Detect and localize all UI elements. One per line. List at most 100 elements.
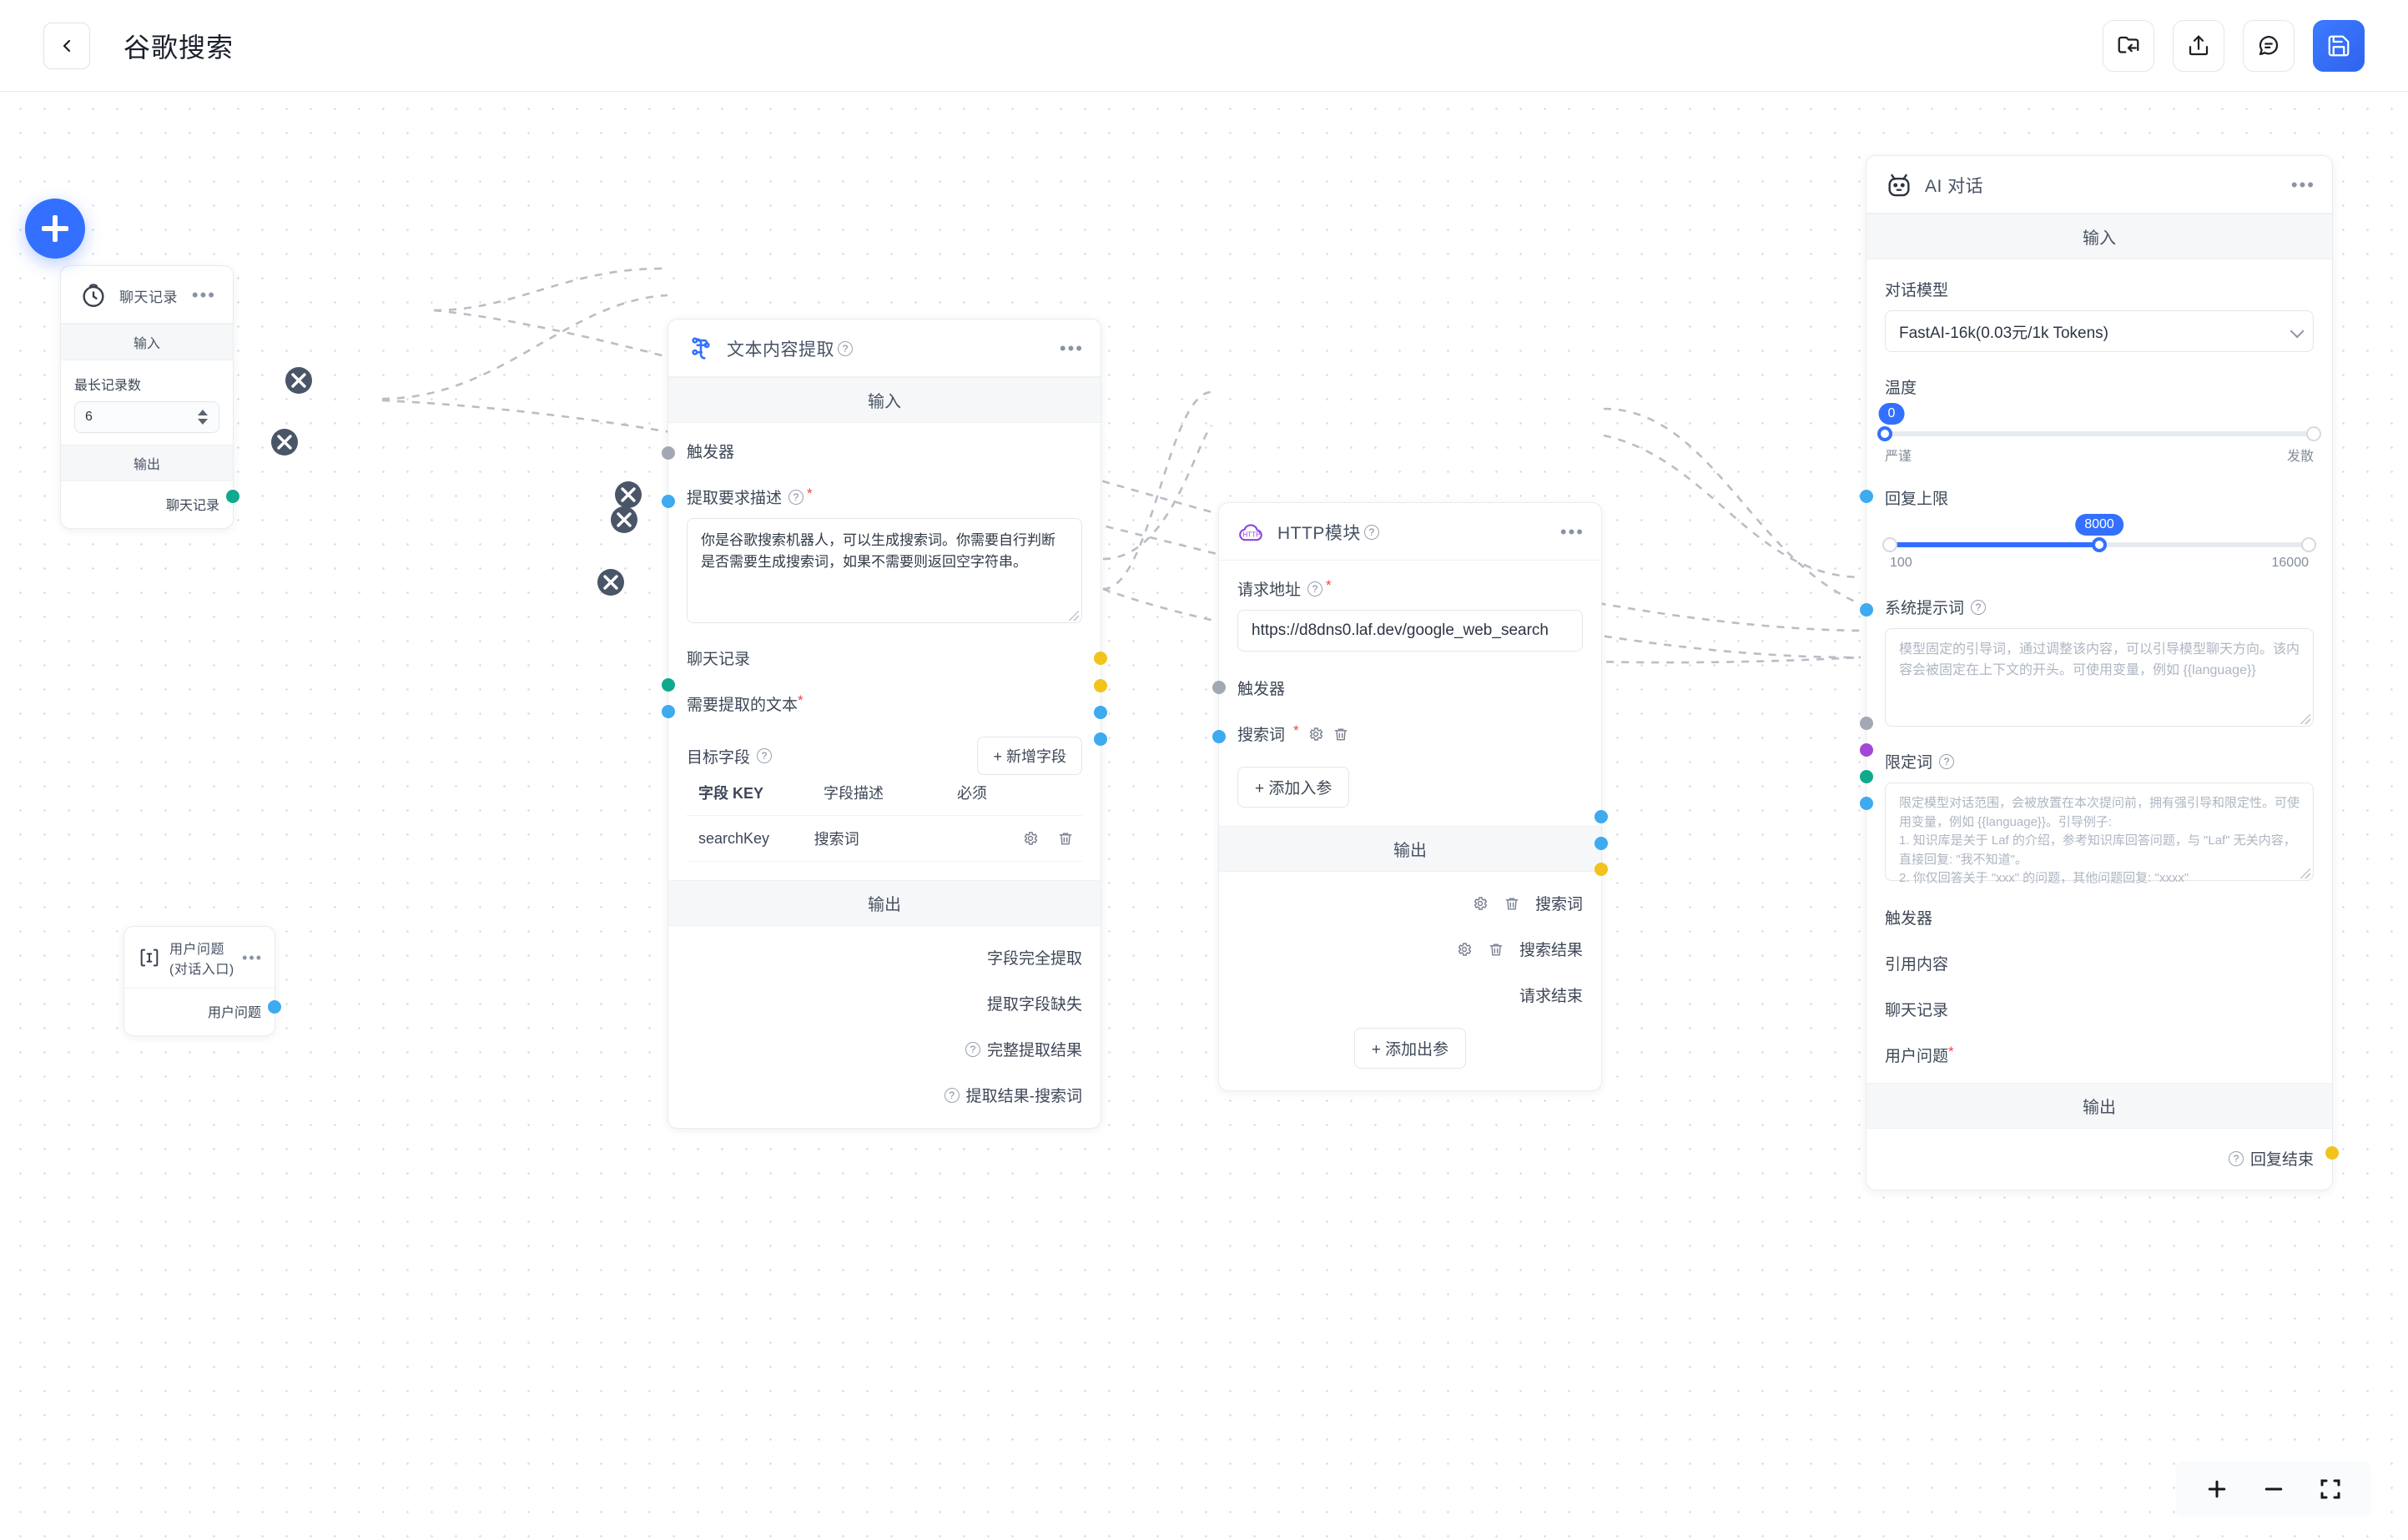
node-menu-button[interactable]: ••• [242,949,263,966]
port-out-fields-complete[interactable] [1094,652,1107,665]
help-icon[interactable]: ? [965,1041,980,1057]
system-prompt-textarea[interactable]: 模型固定的引导词，通过调整该内容，可以引导模型聊天方向。该内容会被固定在上下文的… [1885,628,2314,727]
port-out-reply-finish[interactable] [2325,1146,2339,1160]
trash-icon[interactable] [1332,726,1349,742]
zoom-in-icon[interactable] [2204,1477,2229,1502]
port-in-trigger[interactable] [1860,717,1873,730]
stepper-up-icon[interactable] [198,410,208,415]
output-band: 输出 [61,445,233,481]
add-param-button[interactable]: + 添加入参 [1237,767,1350,808]
node-ai-chat[interactable]: AI 对话 ••• 输入 对话模型 温度 0 严谨 发散 [1860,155,2339,1190]
edge-delete-icon[interactable] [615,481,642,508]
node-chat-history[interactable]: 聊天记录 ••• 输入 最长记录数 输出 聊天记录 [60,265,239,529]
maxtokens-slider[interactable] [1882,537,2316,552]
help-icon[interactable]: ? [1307,581,1323,596]
help-icon[interactable]: ? [944,1087,960,1103]
edge-delete-icon[interactable] [285,367,312,394]
input-port-trigger-row: 触发器 [1237,677,1583,699]
resize-handle-icon[interactable] [2300,868,2310,878]
output-port-row[interactable]: ? 提取结果-搜索词 [687,1084,1082,1106]
port-out-searchkey[interactable] [1594,810,1608,823]
output-port-row[interactable]: 搜索词 [1237,892,1583,914]
output-port-row[interactable]: 提取字段缺失 [687,992,1082,1014]
add-field-button[interactable]: + 新增字段 [977,737,1082,775]
trash-icon[interactable] [1504,895,1520,912]
help-icon[interactable]: ? [788,489,804,505]
port-in-text[interactable] [662,705,675,718]
max-records-input[interactable] [74,401,219,433]
help-icon[interactable]: ? [838,341,853,356]
flow-canvas[interactable]: 聊天记录 ••• 输入 最长记录数 输出 聊天记录 [0,92,2408,1540]
output-port-chat-history[interactable]: 聊天记录 [74,493,219,515]
help-icon[interactable]: ? [757,748,773,763]
port-in-trigger[interactable] [1212,681,1226,694]
help-icon[interactable]: ? [1971,599,1987,615]
node-http-module[interactable]: HTTP HTTP模块 ? ••• 请求地址 ? * 触发器 搜索词 * [1212,502,1608,1091]
port-in-desc[interactable] [662,495,675,508]
gear-icon[interactable] [1456,941,1473,958]
share-export-button[interactable] [2173,19,2224,72]
port-in-chat-history[interactable] [662,678,675,692]
port-out-full-result[interactable] [1094,706,1107,719]
output-port-row[interactable]: ? 回复结束 [1885,1147,2314,1170]
stepper-down-icon[interactable] [198,419,208,425]
resize-handle-icon[interactable] [1069,611,1079,621]
port-out-user-question[interactable] [268,1000,281,1014]
port-in-user-question[interactable] [1860,797,1873,810]
help-icon[interactable]: ? [1363,525,1379,540]
port-in-trigger[interactable] [662,446,675,460]
back-button[interactable] [43,22,90,69]
node-menu-button[interactable]: ••• [1559,521,1584,542]
node-menu-button[interactable]: ••• [2290,174,2315,195]
port-out-result-searchkey[interactable] [1094,732,1107,746]
node-title: AI 对话 [1925,177,1984,196]
port-in-quote[interactable] [1860,743,1873,757]
output-port-row[interactable]: 搜索结果 [1237,938,1583,960]
edge-delete-icon[interactable] [271,429,298,455]
temperature-knob[interactable] [1877,426,1892,441]
port-in-searchkey[interactable] [1212,730,1226,743]
extract-node-icon [692,337,710,360]
resize-handle-icon[interactable] [2300,714,2310,724]
save-button[interactable] [2313,19,2365,72]
node-menu-button[interactable]: ••• [1059,338,1084,359]
qualifier-textarea[interactable]: 限定模型对话范围，会被放置在本次提问前，拥有强引导和限定性。可使用变量，例如 {… [1885,783,2314,885]
url-input[interactable] [1237,610,1583,652]
port-in-qualifier[interactable] [1860,603,1873,617]
port-out-search-result[interactable] [1594,837,1608,850]
help-icon[interactable]: ? [2228,1150,2244,1166]
maxtokens-knob[interactable] [2092,537,2107,552]
model-select[interactable] [1885,310,2314,352]
node-text-extract[interactable]: 文本内容提取 ? ••• 输入 触发器 提取要求描述 ? * 你是谷歌搜索机器人… [662,319,1107,1129]
temperature-slider[interactable] [1877,426,2321,441]
trash-icon[interactable] [1057,830,1074,847]
output-port-row[interactable]: ? 完整提取结果 [687,1038,1082,1060]
port-out-fields-missing[interactable] [1094,679,1107,692]
port-out-chat-history[interactable] [226,490,239,503]
output-band: 输出 [668,880,1101,926]
port-in-chat-history[interactable] [1860,770,1873,783]
gear-icon[interactable] [1307,726,1324,742]
output-port-user-question[interactable]: 用户问题 [138,1000,261,1022]
node-user-question[interactable]: 用户问题(对话入口) ••• 用户问题 [123,926,281,1036]
output-port-row[interactable]: 字段完全提取 [687,946,1082,969]
edge-delete-icon[interactable] [611,506,637,533]
trash-icon[interactable] [1488,941,1504,958]
help-icon[interactable]: ? [1939,753,1955,769]
gear-icon[interactable] [1022,830,1039,847]
port-out-request-finish[interactable] [1594,863,1608,876]
output-port-row[interactable]: 请求结束 [1237,984,1583,1006]
port-in-system-prompt[interactable] [1860,490,1873,503]
folder-import-button[interactable] [2103,19,2154,72]
node-menu-button[interactable]: ••• [191,284,216,305]
fit-view-icon[interactable] [2318,1477,2343,1502]
chat-button[interactable] [2243,19,2295,72]
edge-delete-icon[interactable] [597,569,624,596]
desc-textarea[interactable]: 你是谷歌搜索机器人，可以生成搜索词。你需要自行判断是否需要生成搜索词，如果不需要… [687,518,1082,623]
stepper-arrows[interactable] [198,410,208,425]
gear-icon[interactable] [1472,895,1489,912]
add-node-button[interactable] [25,199,85,259]
table-row[interactable]: searchKey 搜索词 [687,815,1082,862]
zoom-out-icon[interactable] [2261,1477,2286,1502]
add-output-button[interactable]: + 添加出参 [1353,1028,1467,1069]
